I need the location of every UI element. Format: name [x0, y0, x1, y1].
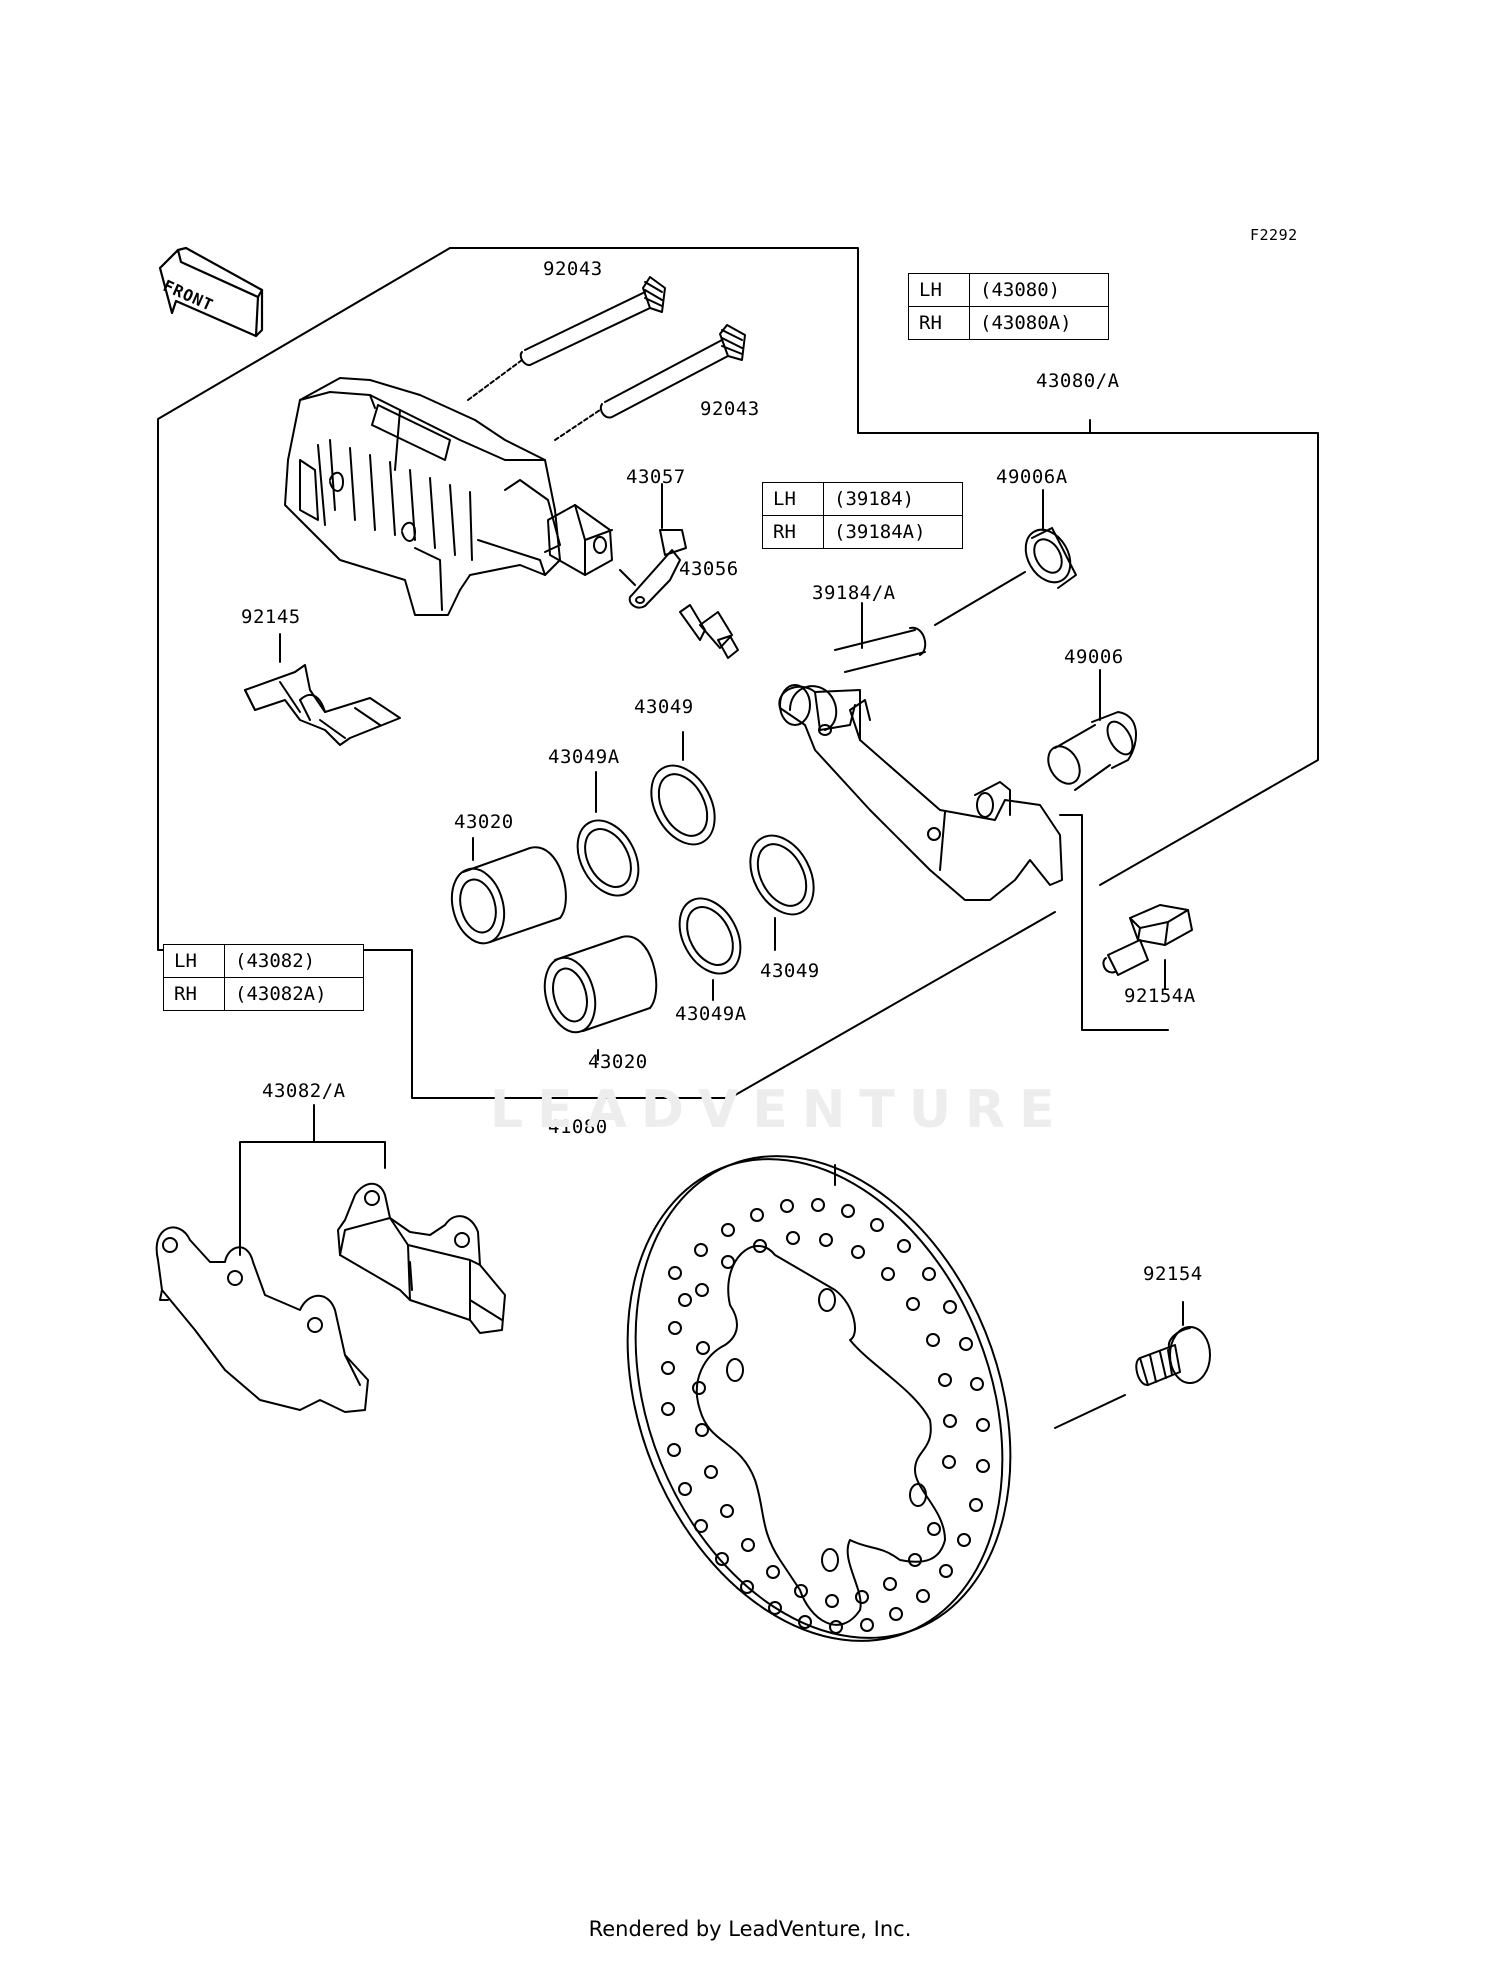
callout-seal-lower: 43049	[760, 960, 820, 982]
disc-holes	[661, 1198, 990, 1634]
callout-pin-bottom: 92043	[700, 398, 760, 420]
table-row: RH (43082A)	[163, 977, 364, 1011]
callout-pad-set: 43082/A	[262, 1080, 346, 1102]
caliper-pin-bottom	[554, 324, 746, 441]
piston-upper	[450, 846, 567, 945]
boot-49006a	[1024, 527, 1077, 589]
bolt-a-bracket-line	[1059, 814, 1169, 1031]
table-row: LH (39184)	[762, 482, 963, 516]
table-cell-code: (43082A)	[224, 977, 364, 1011]
table-row: LH (43082)	[163, 944, 364, 978]
pad-variant-table: LH (43082) RH (43082A)	[163, 944, 364, 1011]
bolt-92154	[1135, 1326, 1211, 1386]
banjo-fitting	[547, 504, 613, 576]
table-cell-side: LH	[908, 273, 970, 307]
brake-disc	[626, 1155, 1012, 1642]
bolt-92154a	[1102, 904, 1193, 976]
piston-lower	[543, 935, 658, 1034]
seal-a-upper	[576, 819, 640, 897]
caliper-variant-table: LH (43080) RH (43080A)	[908, 273, 1109, 340]
callout-spring: 92145	[241, 606, 301, 628]
callout-piston-lower: 43020	[588, 1051, 648, 1073]
callout-bracket: 39184/A	[812, 582, 896, 604]
table-cell-code: (43080A)	[969, 306, 1109, 340]
seal-upper	[650, 764, 716, 846]
table-cell-side: LH	[762, 482, 824, 516]
callout-boot: 49006	[1064, 646, 1124, 668]
seal-lower	[749, 834, 815, 916]
pad-spring	[244, 664, 401, 746]
caliper-assembly-outline-left	[157, 247, 1056, 1099]
bracket-variant-table: LH (39184) RH (39184A)	[762, 482, 963, 549]
table-cell-code: (43082)	[224, 944, 364, 978]
callout-seal-a-upper: 43049A	[548, 746, 620, 768]
table-cell-code: (39184A)	[823, 515, 963, 549]
caliper-bracket	[778, 626, 1063, 901]
bleeder-valve	[679, 604, 739, 659]
table-row: RH (43080A)	[908, 306, 1109, 340]
callout-boot-a: 49006A	[996, 466, 1068, 488]
footer-credit: Rendered by LeadVenture, Inc.	[588, 1917, 912, 1941]
boot-49006	[1047, 711, 1138, 791]
callout-piston-upper: 43020	[454, 811, 514, 833]
brake-pad-backing-plate	[155, 1226, 369, 1413]
callout-seal-upper: 43049	[634, 696, 694, 718]
brake-pad-friction	[337, 1182, 506, 1334]
callout-bleeder-cap: 43057	[626, 466, 686, 488]
bleeder-cap	[628, 529, 687, 609]
table-cell-side: RH	[163, 977, 225, 1011]
callout-seal-a-lower: 43049A	[675, 1003, 747, 1025]
table-row: LH (43080)	[908, 273, 1109, 307]
table-cell-code: (43080)	[969, 273, 1109, 307]
table-cell-side: LH	[163, 944, 225, 978]
caliper-body	[284, 377, 561, 616]
table-cell-code: (39184)	[823, 482, 963, 516]
callout-bolt-a: 92154A	[1124, 985, 1196, 1007]
callout-caliper-assy: 43080/A	[1036, 370, 1120, 392]
table-row: RH (39184A)	[762, 515, 963, 549]
callout-bleeder-valve: 43056	[679, 558, 739, 580]
seal-a-lower	[678, 897, 742, 975]
caliper-pin-top	[467, 276, 666, 401]
table-cell-side: RH	[762, 515, 824, 549]
watermark: LEADVENTURE	[490, 1080, 1069, 1140]
figure-reference: F2292	[1250, 226, 1298, 244]
callout-bolt: 92154	[1143, 1263, 1203, 1285]
front-arrow-icon	[158, 246, 264, 338]
callout-disc: 41080	[548, 1116, 608, 1138]
table-cell-side: RH	[908, 306, 970, 340]
caliper-assembly-outline	[449, 247, 1319, 886]
callout-pin-top: 92043	[543, 258, 603, 280]
